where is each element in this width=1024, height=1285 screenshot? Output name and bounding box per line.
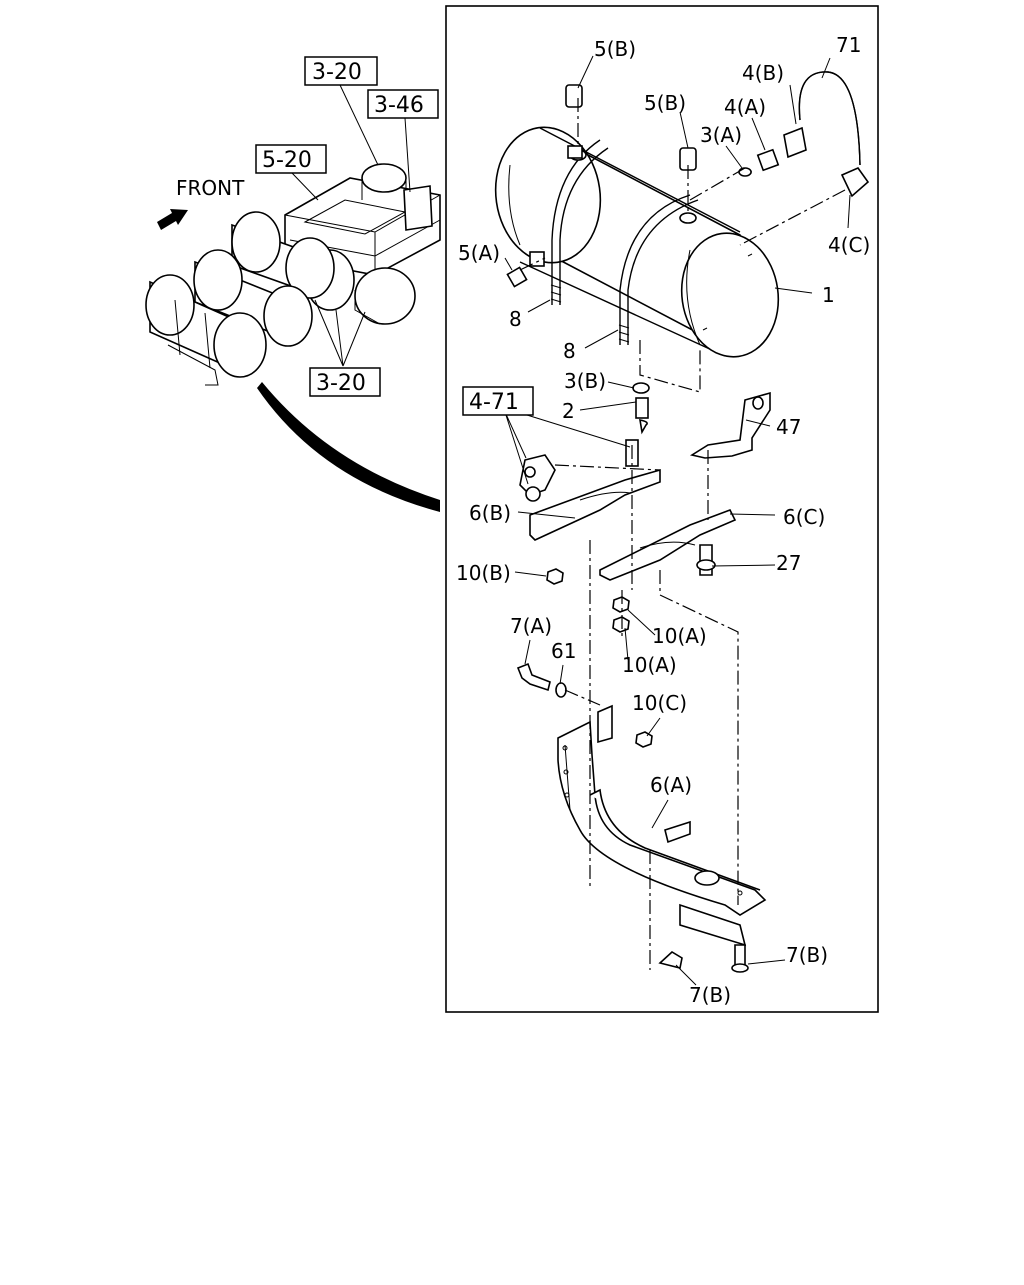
overview-vehicle-illustration — [145, 163, 441, 386]
callout-5B-top: 5(B) — [594, 37, 636, 61]
callout-labels: 5(B) 5(B) 71 4(B) 4(A) 3(A) 4(C) 5(A) 8 … — [456, 33, 870, 1007]
callout-5B-mid: 5(B) — [644, 91, 686, 115]
callout-10C: 10(C) — [632, 691, 687, 715]
detail-illustration — [494, 55, 870, 986]
svg-text:3-20: 3-20 — [312, 60, 362, 85]
connector-swoosh — [257, 382, 440, 512]
bracket-47 — [689, 391, 771, 459]
bracket-6A — [557, 704, 767, 947]
svg-text:4-71: 4-71 — [469, 390, 519, 415]
callout-8-left: 8 — [509, 307, 522, 331]
svg-text:5-20: 5-20 — [262, 148, 312, 173]
callout-4B: 4(B) — [742, 61, 784, 85]
callout-6A: 6(A) — [650, 773, 692, 797]
front-arrow-icon — [157, 209, 188, 230]
callout-27: 27 — [776, 551, 801, 575]
callout-4A: 4(A) — [724, 95, 766, 119]
callout-6C: 6(C) — [783, 505, 825, 529]
overview-leader-lines — [291, 84, 411, 367]
front-label: FRONT — [176, 176, 245, 200]
ref-box-3-20-bottom[interactable]: 3-20 — [309, 367, 381, 397]
detail-frame — [445, 5, 879, 1013]
callout-10B: 10(B) — [456, 561, 511, 585]
callout-47: 47 — [776, 415, 801, 439]
svg-text:3-46: 3-46 — [374, 93, 424, 118]
callout-3B: 3(B) — [564, 369, 606, 393]
fuel-tank — [494, 126, 780, 358]
center-lines — [519, 98, 846, 970]
callout-7B-bottom: 7(B) — [689, 983, 731, 1007]
callout-7B-right: 7(B) — [786, 943, 828, 967]
ref-box-3-46[interactable]: 3-46 — [367, 89, 439, 119]
bracket-6B — [519, 454, 661, 541]
callout-61: 61 — [551, 639, 576, 663]
callout-2: 2 — [562, 399, 575, 423]
callout-10A-upper: 10(A) — [652, 624, 707, 648]
callout-6B: 6(B) — [469, 501, 511, 525]
bracket-6C — [599, 508, 737, 581]
callout-1: 1 — [822, 283, 835, 307]
callout-3A: 3(A) — [700, 123, 742, 147]
callout-5A: 5(A) — [458, 241, 500, 265]
callout-8-mid: 8 — [563, 339, 576, 363]
ref-box-3-20-top[interactable]: 3-20 — [304, 56, 378, 86]
drain-plug — [632, 382, 650, 435]
callout-7A: 7(A) — [510, 614, 552, 638]
ref-box-5-20[interactable]: 5-20 — [255, 144, 327, 174]
callout-4C: 4(C) — [828, 233, 870, 257]
ref-box-4-71[interactable]: 4-71 — [462, 386, 534, 416]
svg-text:3-20: 3-20 — [316, 371, 366, 396]
callout-71: 71 — [836, 33, 861, 57]
leader-lines — [504, 55, 851, 986]
callout-10A-lower: 10(A) — [622, 653, 677, 677]
